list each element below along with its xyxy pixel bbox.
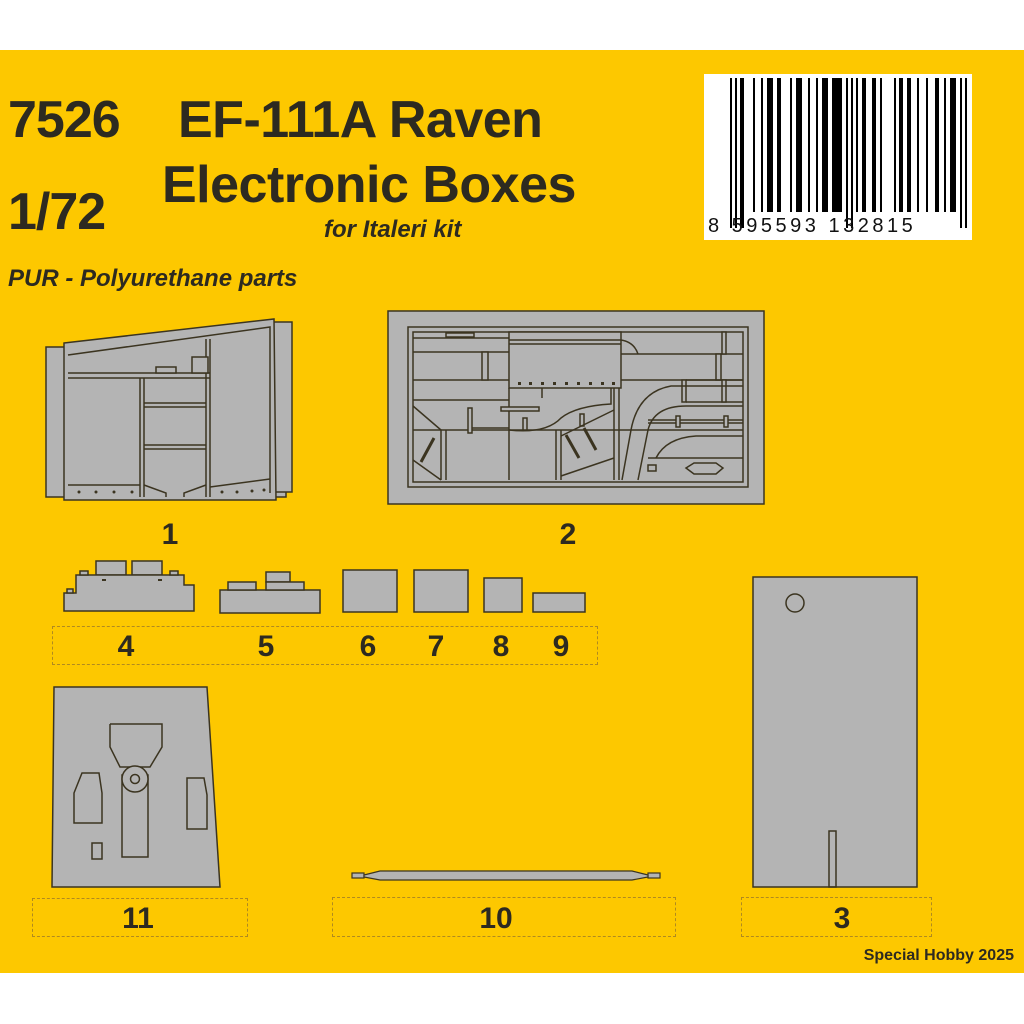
barcode: 8 595593 132815: [704, 74, 972, 240]
scale-label: 1/72: [8, 183, 106, 241]
part-6-number: 6: [359, 630, 377, 663]
product-code: 7526: [8, 91, 121, 149]
part-7-number: 7: [427, 630, 445, 663]
part-9-box-drawing: [532, 592, 586, 613]
parts-4-9-group-frame: [52, 626, 598, 665]
part-10-rod-drawing: [351, 870, 661, 881]
part-5-number: 5: [257, 630, 275, 663]
part-1-number: 1: [161, 518, 179, 551]
barcode-bars-icon: [730, 78, 967, 228]
part-8-number: 8: [492, 630, 510, 663]
part-5-box-drawing: [219, 571, 321, 614]
part-3-number: 3: [833, 902, 851, 935]
part-10-number: 10: [479, 902, 513, 935]
part-2-number: 2: [559, 518, 577, 551]
part-7-box-drawing: [413, 569, 469, 613]
title-line-1: EF-111A Raven: [178, 91, 543, 149]
part-11-bulkhead-drawing: [51, 686, 221, 888]
part-9-number: 9: [552, 630, 570, 663]
part-4-number: 4: [117, 630, 135, 663]
part-3-label-frame: [741, 897, 932, 937]
copyright-footer: Special Hobby 2025: [863, 947, 1014, 964]
part-1-side-panel-drawing: [45, 318, 293, 501]
title-line-2: Electronic Boxes: [162, 156, 576, 214]
part-3-door-panel-drawing: [752, 576, 918, 888]
part-10-label-frame: [332, 897, 676, 937]
part-8-box-drawing: [483, 577, 523, 613]
part-2-bay-floor-drawing: [387, 310, 765, 505]
material-note: PUR - Polyurethane parts: [8, 265, 298, 292]
part-11-number: 11: [122, 902, 154, 935]
kit-subtitle: for Italeri kit: [324, 216, 462, 243]
barcode-digits: 8 595593 132815: [708, 215, 917, 237]
part-11-label-frame: [32, 898, 248, 937]
part-4-box-drawing: [63, 560, 195, 612]
part-6-box-drawing: [342, 569, 398, 613]
